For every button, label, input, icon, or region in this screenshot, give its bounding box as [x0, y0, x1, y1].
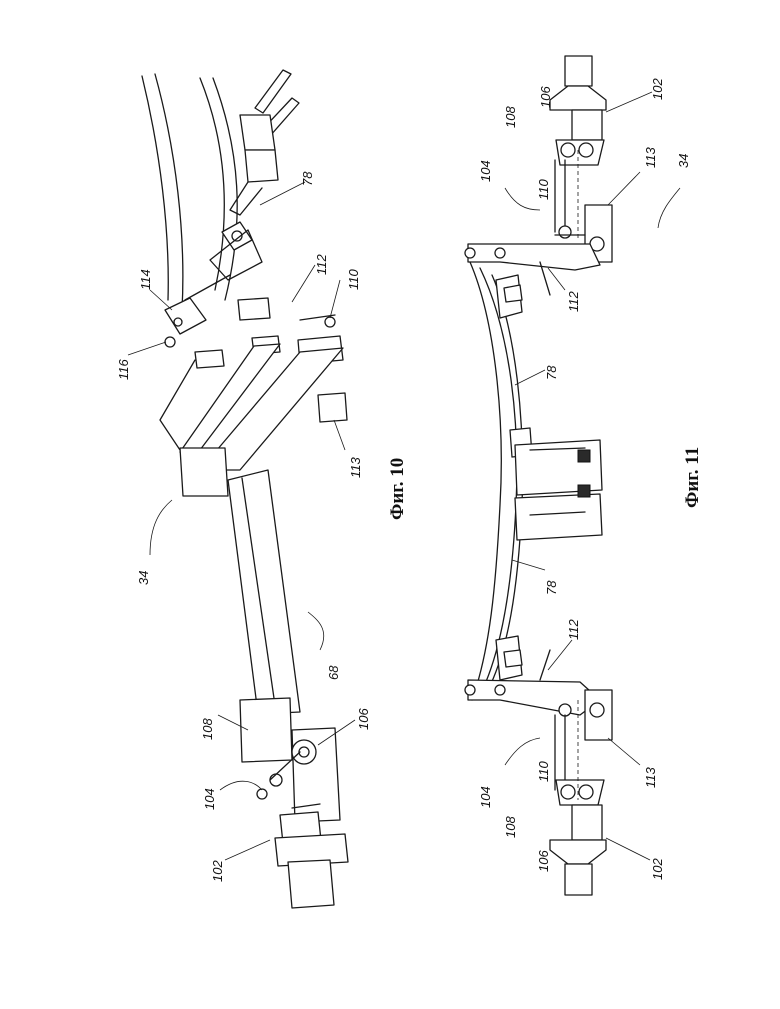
ref-label: 116	[116, 359, 131, 380]
leader-34	[658, 188, 680, 228]
lower-arm-112	[465, 650, 600, 715]
ref-label: 112	[314, 254, 329, 275]
leader-34	[150, 500, 172, 555]
ref-label: 68	[326, 665, 341, 680]
curved-edge-line-2	[155, 74, 183, 310]
leader-78a	[515, 370, 545, 385]
figure-caption: Фиг. 10	[387, 458, 408, 520]
ref-label: 104	[478, 786, 493, 808]
ref-label: 113	[348, 457, 363, 478]
tub-body	[470, 262, 523, 700]
figure-10: 34 68 78 102 104 106 108 110 112 113 114…	[116, 70, 408, 908]
leader-112a	[548, 268, 565, 290]
ref-label: 104	[202, 788, 217, 810]
leader-112	[292, 265, 315, 302]
leader-68	[308, 612, 324, 650]
ref-label: 78	[544, 580, 559, 595]
ref-label: 34	[136, 571, 151, 585]
leader-102b	[606, 838, 650, 860]
ref-label: 106	[536, 850, 551, 872]
ref-label: 102	[650, 858, 665, 880]
ref-label: 110	[346, 269, 361, 290]
lower-assembly	[240, 698, 348, 908]
center-clamps	[510, 428, 602, 540]
ref-label: 102	[210, 860, 225, 882]
leader-102a	[606, 92, 652, 112]
leader-113	[334, 420, 345, 450]
leader-78	[260, 182, 305, 205]
upper-clamp	[165, 275, 230, 347]
ref-label: 106	[538, 86, 553, 108]
ref-label: 108	[200, 718, 215, 740]
ref-label: 113	[643, 767, 658, 788]
ref-label: 102	[650, 78, 665, 100]
leader-113a	[608, 172, 640, 205]
leader-104b	[505, 738, 540, 765]
ref-label: 114	[138, 269, 153, 290]
ref-label: 78	[544, 365, 559, 380]
leader-112b	[548, 640, 572, 670]
leader-113b	[608, 738, 640, 765]
leader-116	[128, 342, 166, 355]
long-arm	[228, 470, 300, 714]
ref-label: 34	[676, 154, 691, 168]
ref-label: 104	[478, 160, 493, 182]
figure-11: 34 78 78 102 102 104 104 106 106 108 108…	[465, 56, 703, 895]
leader-104	[220, 781, 262, 790]
leader-104a	[505, 188, 540, 210]
ref-label: 108	[503, 816, 518, 838]
ref-label: 110	[536, 761, 551, 782]
ref-label: 108	[503, 106, 518, 128]
ref-label: 113	[643, 147, 658, 168]
ref-label: 112	[566, 619, 581, 640]
ref-label: 112	[566, 291, 581, 312]
ref-label: 110	[536, 179, 551, 200]
leader-110	[330, 280, 340, 318]
upper-arm-112	[465, 244, 600, 295]
ref-label: 78	[300, 171, 315, 186]
ref-label: 106	[356, 708, 371, 730]
figure-caption: Фиг. 11	[682, 447, 703, 508]
leader-102	[225, 840, 270, 860]
